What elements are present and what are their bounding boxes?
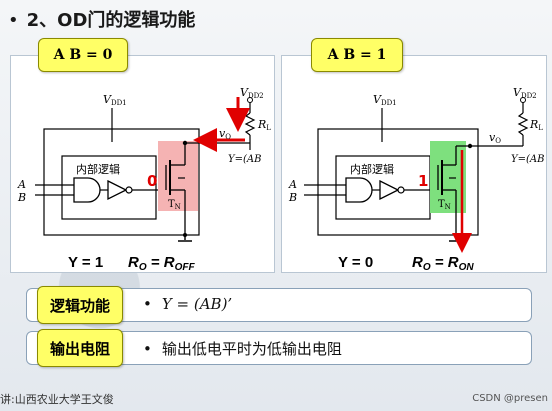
output-resistance-text: • 输出低电平时为低输出电阻 — [143, 338, 342, 359]
left-input-a: A — [17, 178, 26, 191]
title-text: 2、OD门的逻辑功能 — [26, 10, 196, 31]
right-and-gate-icon — [345, 177, 373, 203]
right-outer-box — [317, 128, 479, 236]
left-outer-box — [43, 128, 200, 236]
watermark: CSDN @presen — [472, 393, 548, 404]
output-resistance-row: 输出电阻 • 输出低电平时为低输出电阻 — [26, 329, 532, 367]
page-title: • 2、OD门的逻辑功能 — [8, 6, 195, 32]
right-gate-state: 1 — [418, 172, 428, 190]
left-y-expression: Y=(AB — [228, 154, 261, 165]
right-logic-block-label: 内部逻辑 — [350, 162, 394, 176]
logic-function-text: • Y = (AB)’ — [143, 295, 232, 313]
right-input-a: A — [288, 178, 297, 191]
right-circuit — [304, 97, 529, 253]
right-vdd2-label: VDD2 — [513, 86, 537, 100]
left-vdd2-label: VDD2 — [240, 86, 264, 100]
left-transistor-highlight — [158, 141, 198, 211]
right-inverter-icon — [379, 179, 400, 201]
left-tn-label: TN — [168, 199, 181, 211]
right-y-expression: Y=(AB — [511, 154, 544, 165]
left-inverter-icon — [107, 179, 128, 201]
right-rl-label: RL — [529, 118, 543, 132]
right-transistor-highlight — [430, 141, 466, 213]
right-result-y: Y = 0 — [338, 254, 373, 271]
row-bullet: • — [143, 340, 152, 358]
left-gate-state: 0 — [147, 172, 157, 190]
left-vdd1-label: VDD1 — [103, 93, 127, 107]
logic-function-expr: Y = (AB)’ — [161, 295, 233, 313]
title-bullet: • — [8, 10, 19, 31]
logic-function-label: 逻辑功能 — [37, 286, 123, 324]
left-resistor-icon — [244, 112, 256, 136]
left-and-gate-icon — [73, 177, 101, 203]
footer-credit: 讲:山西农业大学王文俊 — [0, 393, 114, 406]
logic-function-row: 逻辑功能 • Y = (AB)’ — [26, 286, 532, 324]
right-vo-label: vO — [489, 131, 501, 145]
left-condition-tag: A B = 0 — [38, 38, 128, 72]
right-vdd1-label: VDD1 — [373, 93, 397, 107]
right-result-r: RO = RON — [412, 254, 474, 273]
right-resistor-icon — [517, 112, 529, 136]
left-circuit — [35, 97, 256, 242]
right-tn-label: TN — [438, 199, 451, 211]
right-condition-tag: A B = 1 — [311, 38, 403, 72]
row-bullet: • — [143, 295, 152, 313]
left-result-r: RO = ROFF — [128, 254, 195, 273]
left-result-y: Y = 1 — [68, 254, 103, 271]
circuit-diagrams: VDD1 VDD2 RL vO Y=(AB 内部逻辑 A B 0 TN VDD1… — [17, 86, 544, 273]
left-rl-label: RL — [257, 118, 271, 132]
left-input-b: B — [17, 191, 26, 204]
output-resistance-desc: 输出低电平时为低输出电阻 — [161, 340, 342, 358]
right-input-b: B — [288, 191, 297, 204]
left-logic-block-label: 内部逻辑 — [76, 162, 120, 176]
output-resistance-label: 输出电阻 — [37, 329, 123, 367]
left-vo-label: vO — [219, 127, 231, 141]
